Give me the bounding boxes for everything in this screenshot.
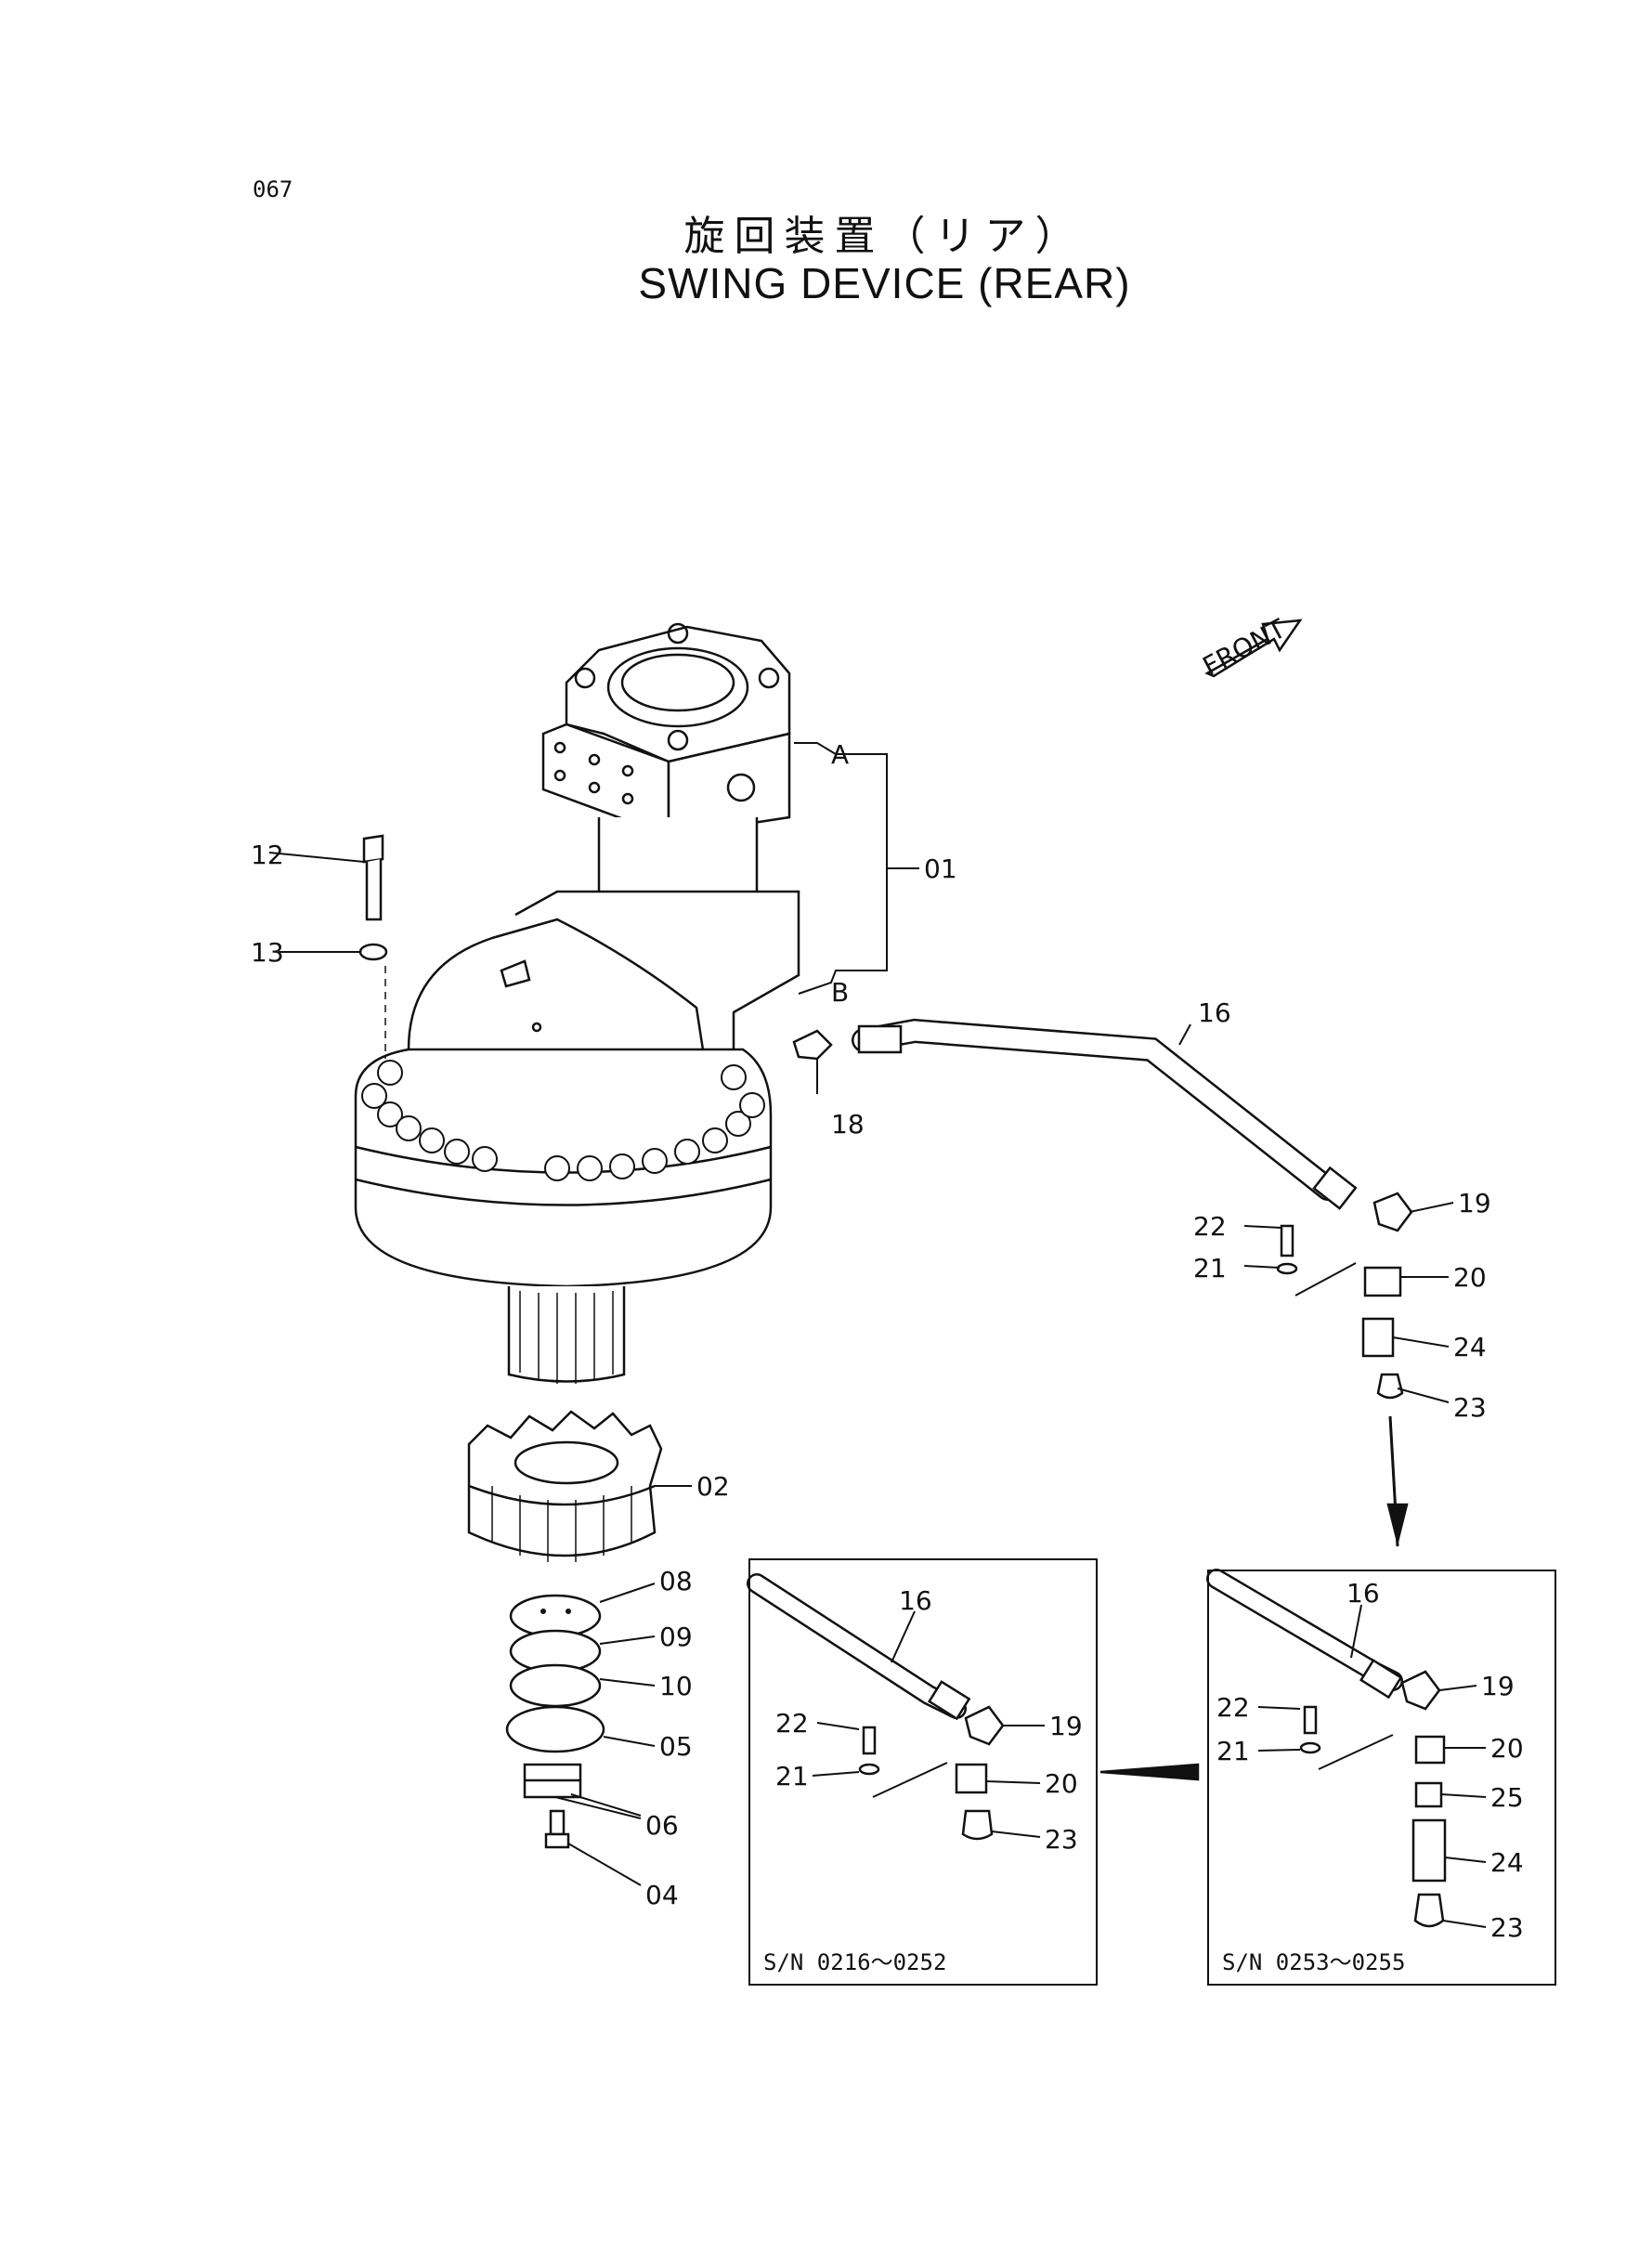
inset1-label-19: 19 — [1049, 1711, 1083, 1741]
bolt-and-washer — [358, 834, 388, 1059]
inset2-label-19: 19 — [1481, 1671, 1515, 1701]
label-01: 01 — [924, 853, 957, 884]
inset2-label-24: 24 — [1490, 1847, 1524, 1878]
label-02: 02 — [696, 1471, 730, 1502]
reduction-gear-housing — [354, 890, 800, 1384]
page-number: 067 — [253, 176, 293, 202]
inset2-label-16: 16 — [1346, 1578, 1380, 1609]
inset2-label-21: 21 — [1216, 1736, 1250, 1766]
label-13: 13 — [251, 937, 284, 968]
label-B: B — [831, 977, 849, 1008]
label-23: 23 — [1453, 1392, 1487, 1423]
inset-pointers — [1099, 1415, 1409, 1781]
label-12: 12 — [251, 840, 284, 870]
inset1-label-16: 16 — [899, 1585, 932, 1616]
pinion-gear — [467, 1410, 663, 1562]
inset-box-1: S/N 0216～0252 — [748, 1558, 1098, 1986]
title-english: SWING DEVICE (REAR) — [638, 259, 1131, 307]
elbow-fitting — [792, 1029, 833, 1061]
inset-2-drawing — [1206, 1569, 1447, 1928]
label-A: A — [831, 739, 849, 770]
housing-bolt-ring — [361, 1060, 765, 1181]
inset1-label-23: 23 — [1045, 1824, 1078, 1855]
label-10: 10 — [659, 1671, 693, 1701]
label-05: 05 — [659, 1731, 693, 1762]
hose-end-fittings — [1276, 1192, 1413, 1400]
label-22: 22 — [1193, 1211, 1227, 1242]
inset2-label-23: 23 — [1490, 1912, 1524, 1943]
label-16: 16 — [1198, 997, 1231, 1028]
inset2-label-20: 20 — [1490, 1733, 1524, 1764]
lock-plates-and-bolt — [523, 1763, 582, 1849]
inset-2-serial: S/N 0253～0255 — [1222, 1949, 1406, 1975]
part-number-labels: A 01 B 12 13 18 16 22 21 19 20 24 23 02 … — [251, 739, 1524, 1943]
front-arrow: FRONT — [1198, 613, 1303, 682]
inset-1-drawing — [747, 1573, 1005, 1841]
label-24: 24 — [1453, 1332, 1487, 1362]
inset1-label-20: 20 — [1045, 1768, 1078, 1799]
label-18: 18 — [831, 1109, 865, 1140]
title-japanese: 旋回装置（リア） — [683, 213, 1086, 260]
inset1-label-22: 22 — [775, 1708, 809, 1739]
swing-motor — [541, 622, 791, 930]
inset1-label-21: 21 — [775, 1761, 809, 1791]
label-20: 20 — [1453, 1262, 1487, 1293]
inset2-label-22: 22 — [1216, 1692, 1250, 1723]
label-19: 19 — [1458, 1188, 1491, 1218]
label-08: 08 — [659, 1566, 693, 1596]
label-21: 21 — [1193, 1253, 1227, 1283]
label-04: 04 — [645, 1880, 679, 1910]
inset-1-serial: S/N 0216～0252 — [763, 1949, 947, 1975]
inset-box-2: S/N 0253～0255 — [1207, 1570, 1556, 1986]
label-06: 06 — [645, 1810, 679, 1841]
hose — [852, 1018, 1358, 1210]
thrust-plates — [505, 1594, 605, 1753]
inset2-label-25: 25 — [1490, 1782, 1524, 1813]
label-09: 09 — [659, 1622, 693, 1652]
leader-lines — [268, 742, 1487, 1928]
